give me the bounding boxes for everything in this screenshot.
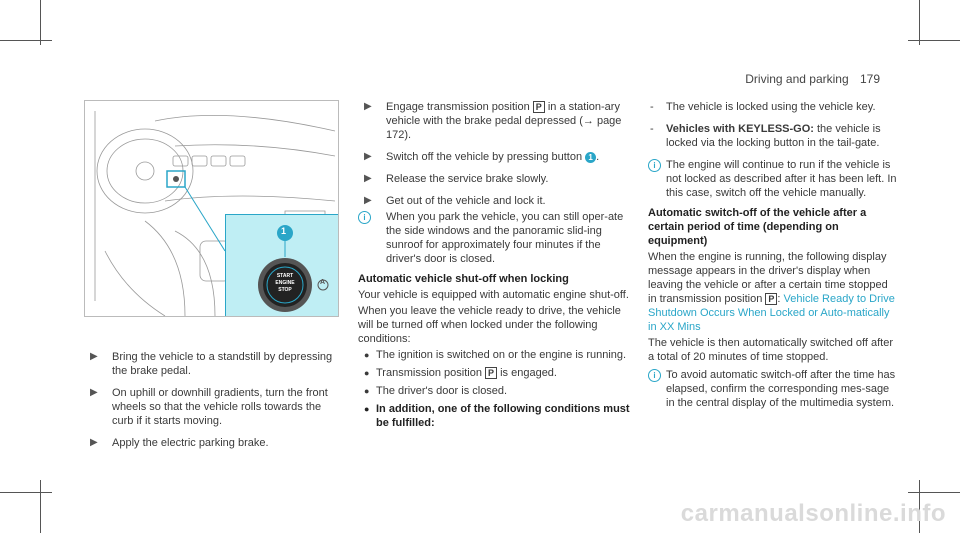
instruction-step: ▶ Apply the electric parking brake. xyxy=(84,436,334,450)
bullet-icon: ● xyxy=(364,350,370,360)
list-item: -Vehicles with KEYLESS-GO: the vehicle i… xyxy=(648,122,898,150)
note-text: The engine will continue to run if the v… xyxy=(666,159,897,199)
instruction-step: ▶ Release the service brake slowly. xyxy=(358,172,633,186)
list-item-text: The driver's door is closed. xyxy=(376,385,508,397)
bullet-icon: ● xyxy=(364,386,370,396)
arrow-icon: ▶ xyxy=(90,437,98,448)
step-text: On uphill or downhill gradients, turn th… xyxy=(112,387,328,427)
crop-mark xyxy=(40,0,41,45)
column-1: ▶ Bring the vehicle to a standstill by de… xyxy=(84,350,334,458)
park-position-icon: P xyxy=(532,101,545,113)
list-item: ● The ignition is switched on or the engi… xyxy=(358,348,633,362)
dashboard-illustration: 1 A START ENGINE STOP xyxy=(84,100,339,317)
section-heading: Automatic switch-off of the vehicle afte… xyxy=(648,207,867,247)
list-item: ● The driver's door is closed. xyxy=(358,384,633,398)
list-item: -The vehicle is locked using the vehicle… xyxy=(648,100,898,114)
watermark: carmanualsonline.info xyxy=(680,500,946,527)
arrow-icon: ▶ xyxy=(364,151,372,162)
park-position-icon: P xyxy=(485,367,498,379)
bullet-icon: ● xyxy=(364,368,370,378)
info-icon: i xyxy=(358,211,371,224)
paragraph-text: When the engine is running, the followin… xyxy=(648,251,888,305)
list-item-text: The ignition is switched on or the engin… xyxy=(376,349,627,361)
arrow-icon: ▶ xyxy=(90,351,98,362)
list-item-text: In addition, one of the following condit… xyxy=(376,403,630,429)
page-header: Driving and parking 179 xyxy=(745,72,880,86)
paragraph: Your vehicle is equipped with automatic … xyxy=(358,289,629,301)
list-item-bold: Vehicles with KEYLESS-GO: xyxy=(666,123,814,135)
instruction-step: ▶ Engage transmission position P in a st… xyxy=(358,100,633,142)
button-label-start: START xyxy=(276,273,294,279)
paragraph: When you leave the vehicle ready to driv… xyxy=(358,305,621,345)
button-label-engine: ENGINE xyxy=(275,280,295,286)
start-stop-button xyxy=(258,225,329,312)
button-label-stop: STOP xyxy=(278,287,292,293)
crop-mark xyxy=(0,492,52,493)
arrow-icon: ▶ xyxy=(364,101,372,112)
info-note: i To avoid automatic switch-off after the… xyxy=(648,368,898,410)
instruction-step: ▶ Bring the vehicle to a standstill by de… xyxy=(84,350,334,378)
paragraph: The vehicle is then automatically switch… xyxy=(648,337,893,363)
crop-mark xyxy=(40,480,41,533)
info-note: i When you park the vehicle, you can stil… xyxy=(358,210,633,266)
instruction-step: ▶ On uphill or downhill gradients, turn t… xyxy=(84,386,334,428)
dashboard-drawing xyxy=(94,111,336,316)
crop-mark xyxy=(919,480,920,533)
arrow-icon: ▶ xyxy=(364,195,372,206)
instruction-step: ▶ Switch off the vehicle by pressing but… xyxy=(358,150,633,164)
list-item: ● Transmission position P is engaged. xyxy=(358,366,633,380)
crop-mark xyxy=(0,40,52,41)
step-text: . xyxy=(596,151,600,163)
info-icon: i xyxy=(648,369,661,382)
callout-number-icon: 1 xyxy=(585,152,597,163)
display-message-link[interactable]: Vehicle Ready to Drive Shutdown Occurs W… xyxy=(648,293,895,333)
column-3: -The vehicle is locked using the vehicle… xyxy=(648,100,898,416)
button-label: START ENGINE STOP xyxy=(270,273,300,294)
step-text: Engage transmission position xyxy=(386,101,533,113)
section-heading: Automatic vehicle shut-off when locking xyxy=(358,273,569,285)
step-text: Get out of the vehicle and lock it. xyxy=(386,195,546,207)
list-item-text: The vehicle is locked using the vehicle … xyxy=(666,101,876,113)
page-number: 179 xyxy=(859,72,880,86)
list-item: ● In addition, one of the following condi… xyxy=(358,402,633,430)
step-text: Switch off the vehicle by pressing butto… xyxy=(386,151,586,163)
arrow-icon: ▶ xyxy=(90,387,98,398)
park-position-icon: P xyxy=(765,293,778,305)
info-icon: i xyxy=(648,159,661,172)
bullet-icon: ● xyxy=(364,404,370,414)
info-note: i The engine will continue to run if the … xyxy=(648,158,898,200)
paragraph-text: : xyxy=(777,293,784,305)
crop-mark xyxy=(908,492,960,493)
dash-icon: - xyxy=(650,123,654,135)
crop-mark xyxy=(908,40,960,41)
step-text: Bring the vehicle to a standstill by dep… xyxy=(112,351,333,377)
step-text: Apply the electric parking brake. xyxy=(112,437,269,449)
step-text: in a station-ary vehicle with the brake … xyxy=(386,101,622,141)
start-button-inset: 1 A START ENGINE STOP xyxy=(225,214,338,316)
callout-number: 1 xyxy=(281,226,287,236)
column-2: ▶ Engage transmission position P in a st… xyxy=(358,100,633,434)
section-title: Driving and parking xyxy=(745,72,849,86)
list-item-text: the vehicle is locked via the locking bu… xyxy=(666,123,881,149)
arrow-icon: ▶ xyxy=(364,173,372,184)
dash-icon: - xyxy=(650,101,654,113)
step-text: Release the service brake slowly. xyxy=(386,173,549,185)
note-text: When you park the vehicle, you can still… xyxy=(386,211,624,265)
crop-mark xyxy=(919,0,920,45)
paragraph: When the engine is running, the followin… xyxy=(648,250,898,334)
a-symbol: A xyxy=(320,279,326,286)
list-item-text: Transmission position xyxy=(376,367,486,379)
note-text: To avoid automatic switch-off after the … xyxy=(666,369,896,409)
list-item-text: is engaged. xyxy=(497,367,557,379)
instruction-step: ▶ Get out of the vehicle and lock it. xyxy=(358,194,633,208)
